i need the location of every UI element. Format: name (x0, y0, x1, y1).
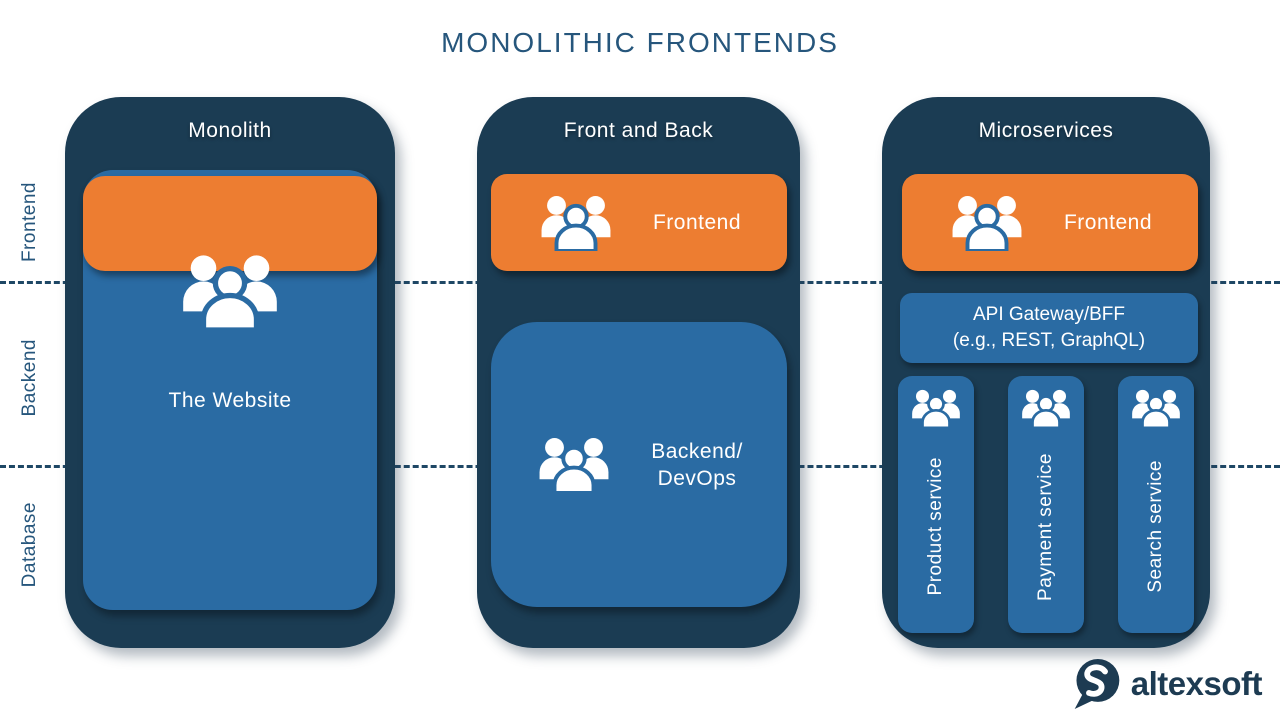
row-label-frontend-text: Frontend (19, 181, 40, 263)
product-service-label-wrap: Product service (925, 428, 947, 633)
api-gateway-label-line1: API Gateway/BFF (972, 304, 1126, 325)
payment-service-pillar: Payment service (1008, 376, 1084, 633)
frontend-block-label: Frontend (652, 210, 742, 234)
team-icon (177, 254, 283, 333)
row-label-backend-text: Backend (19, 339, 40, 417)
backend-devops-block-label: Backend/ DevOps (651, 438, 743, 492)
search-service-label-wrap: Search service (1145, 428, 1167, 633)
team-icon (537, 195, 615, 253)
microservices-column-title: Microservices (978, 119, 1114, 142)
front-and-back-column-title: Front and Back (563, 119, 714, 142)
front-and-back-column: Front and Back Frontend Backend/ (477, 97, 800, 648)
monolith-website-label: The Website (168, 389, 292, 412)
microservices-column: Microservices Frontend API Gateway/BFF (… (882, 97, 1210, 648)
row-label-frontend: Frontend (14, 152, 46, 292)
microservices-frontend-block: Frontend (902, 174, 1198, 271)
product-service-label: Product service (925, 457, 946, 596)
front-and-back-frontend-block: Frontend (491, 174, 787, 271)
payment-service-label-wrap: Payment service (1035, 428, 1057, 633)
team-icon (1129, 389, 1183, 430)
backend-devops-block: Backend/ DevOps (491, 322, 787, 607)
altexsoft-logo-mark-icon (1072, 656, 1122, 712)
api-gateway-block: API Gateway/BFF (e.g., REST, GraphQL) (900, 293, 1198, 363)
monolith-frontend-layer-block (83, 176, 377, 271)
search-service-pillar: Search service (1118, 376, 1194, 633)
product-service-pillar: Product service (898, 376, 974, 633)
team-icon (1019, 389, 1073, 430)
row-label-database-text: Database (19, 502, 40, 588)
service-pillars: Product service Payment service (882, 376, 1210, 633)
altexsoft-logo-text: altexsoft (1130, 665, 1263, 702)
row-label-backend: Backend (14, 306, 46, 450)
team-icon (948, 195, 1026, 253)
frontend-block-label: Frontend (1063, 210, 1153, 234)
team-icon (909, 389, 963, 430)
backend-devops-label-line2: DevOps (657, 466, 737, 490)
row-label-database: Database (14, 462, 46, 628)
payment-service-label: Payment service (1035, 452, 1056, 601)
altexsoft-logo: altexsoft (1072, 656, 1263, 712)
api-gateway-label-line2: (e.g., REST, GraphQL) (952, 330, 1146, 351)
monolith-column-title: Monolith (188, 119, 272, 142)
backend-devops-label-line1: Backend/ (651, 439, 743, 463)
page-title: MONOLITHIC FRONTENDS (441, 27, 839, 58)
team-icon (535, 437, 613, 495)
monolith-column: Monolith The Website (65, 97, 395, 648)
search-service-label: Search service (1145, 460, 1166, 593)
